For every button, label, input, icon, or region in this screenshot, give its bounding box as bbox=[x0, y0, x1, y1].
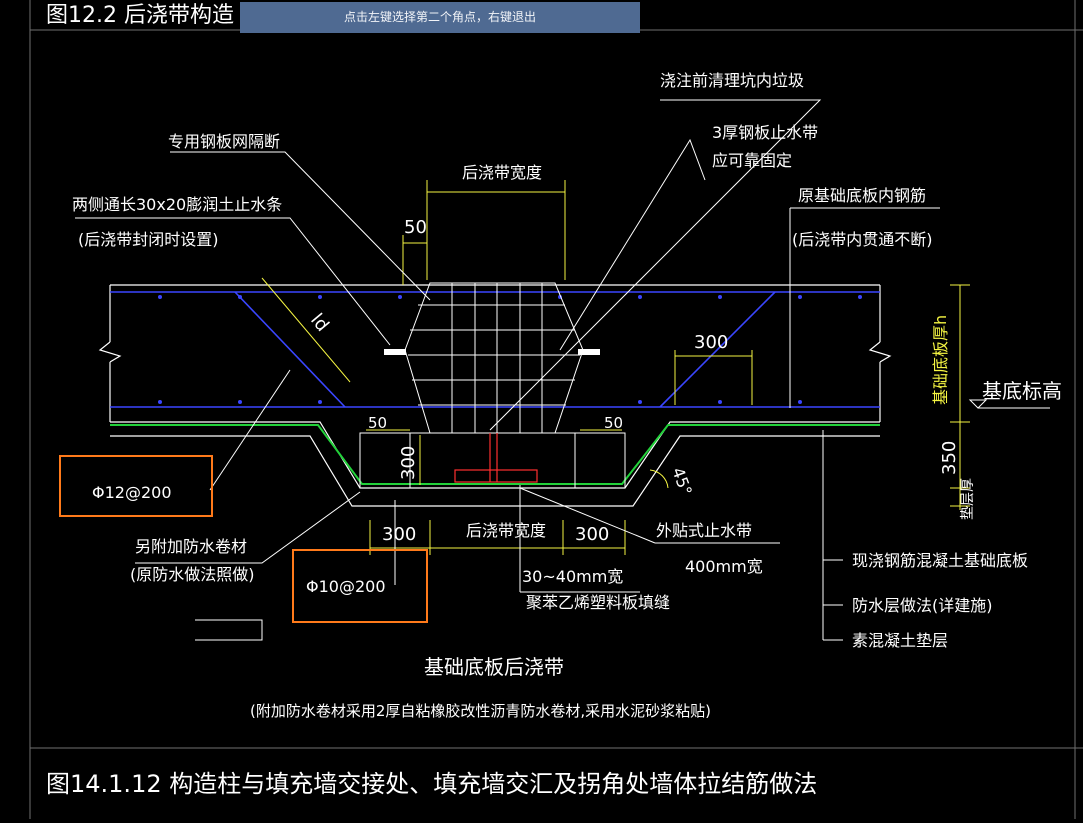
label-plain-concrete: 素混凝土垫层 bbox=[852, 631, 948, 650]
slab-outline bbox=[98, 284, 892, 507]
waterproof-membrane bbox=[110, 424, 880, 485]
label-clean-pit: 浇注前清理坑内垃圾 bbox=[660, 71, 804, 90]
bottom-title: 图14.1.12 构造柱与填充墙交接处、填充墙交汇及拐角处墙体拉结筋做法 bbox=[46, 770, 817, 798]
highlight-boxes bbox=[59, 455, 428, 623]
status-tip: 点击左键选择第二个角点，右键退出 bbox=[240, 2, 640, 33]
swell-strips bbox=[384, 349, 600, 355]
dimension-lines bbox=[261, 180, 970, 555]
rebar-dots bbox=[158, 295, 862, 404]
dim-300-b2: 300 bbox=[575, 524, 609, 545]
dim-300-mid: 300 bbox=[398, 446, 419, 480]
dim-300-right: 300 bbox=[694, 332, 728, 353]
leader-lines bbox=[75, 99, 1050, 641]
dim-50-top: 50 bbox=[404, 217, 427, 238]
drawing-frame bbox=[29, 0, 1083, 819]
dim-300-b1: 300 bbox=[382, 524, 416, 545]
main-note: (附加防水卷材采用2厚自粘橡胶改性沥青防水卷材,采用水泥砂浆粘贴) bbox=[250, 702, 711, 720]
label-orig-rebar-1: 原基础底板内钢筋 bbox=[798, 186, 926, 205]
label-width-top: 后浇带宽度 bbox=[462, 163, 542, 182]
label-swell-strip-1: 两侧通长30x20膨润土止水条 bbox=[72, 195, 282, 214]
label-gap-2: 聚苯乙烯塑料板填缝 bbox=[526, 593, 670, 612]
dim-50-right: 50 bbox=[604, 414, 623, 432]
top-partial-title: 图12.2 后浇带构造 bbox=[46, 3, 234, 28]
label-ext-stop-2: 400mm宽 bbox=[685, 557, 763, 576]
main-title: 基础底板后浇带 bbox=[424, 655, 564, 679]
dim-350: 350 bbox=[939, 441, 960, 475]
label-extra-membrane-1: 另附加防水卷材 bbox=[135, 537, 247, 556]
dim-ld: ld bbox=[306, 310, 333, 336]
label-width-bottom: 后浇带宽度 bbox=[466, 521, 546, 540]
label-waterproof: 防水层做法(详建施) bbox=[852, 596, 993, 615]
label-swell-strip-2: (后浇带封闭时设置) bbox=[78, 230, 219, 249]
dim-50-left: 50 bbox=[368, 414, 387, 432]
label-rebar-10: Φ10@200 bbox=[306, 577, 386, 596]
label-orig-rebar-2: (后浇带内贯通不断) bbox=[792, 230, 933, 249]
label-steel-mesh: 专用钢板网隔断 bbox=[168, 132, 280, 151]
label-steel-stop-2: 应可靠固定 bbox=[712, 151, 792, 170]
label-cushion: 垫层厚 bbox=[960, 478, 976, 520]
label-thickness: 基础底板厚h bbox=[931, 315, 950, 405]
label-cast-slab: 现浇钢筋混凝土基础底板 bbox=[852, 551, 1028, 570]
label-rebar-12: Φ12@200 bbox=[92, 483, 172, 502]
dim-angle: 45° bbox=[668, 465, 696, 498]
label-extra-membrane-2: (原防水做法照做) bbox=[130, 565, 255, 584]
label-steel-stop-1: 3厚钢板止水带 bbox=[712, 123, 818, 142]
label-base-elev: 基底标高 bbox=[982, 379, 1062, 403]
label-ext-stop-1: 外贴式止水带 bbox=[656, 521, 752, 540]
rebar-lines bbox=[110, 291, 880, 408]
label-gap-1: 30~40mm宽 bbox=[522, 567, 623, 586]
steel-waterstop bbox=[454, 433, 538, 483]
